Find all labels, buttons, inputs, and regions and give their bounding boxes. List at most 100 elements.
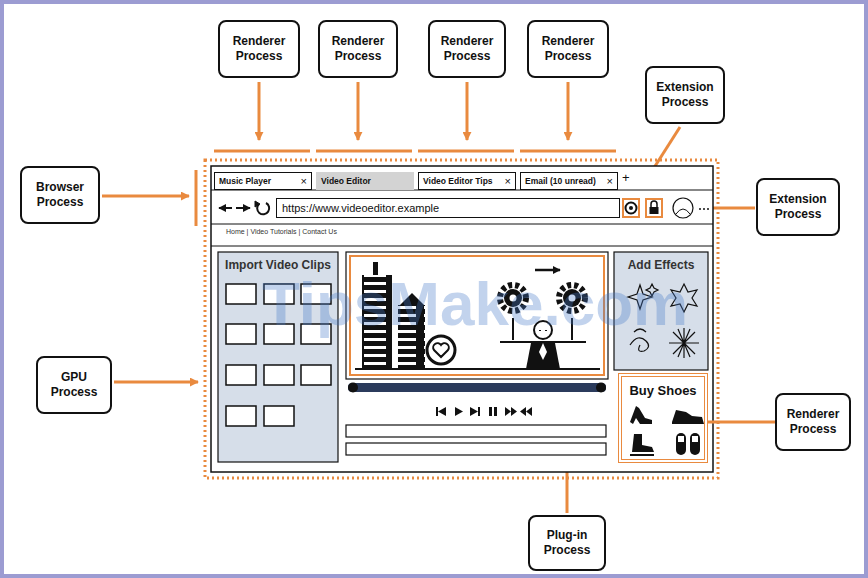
import-panel <box>301 365 331 385</box>
import-panel <box>226 324 256 344</box>
process-callout: Renderer Process <box>428 20 506 78</box>
leader-line <box>708 421 775 424</box>
bracket-bar <box>195 170 198 226</box>
toolbar-icons <box>650 207 659 214</box>
shoe-icons <box>630 454 654 456</box>
bracket-bar <box>316 150 412 153</box>
node-text: Renderer Process <box>782 407 844 437</box>
video-frame <box>355 368 600 370</box>
node-text: Email (10 unread) <box>525 176 596 186</box>
toolbar-icons <box>651 201 657 207</box>
media-controls <box>526 407 532 416</box>
node-text: Browser Process <box>27 180 93 210</box>
browser-tab: Video Editor Tips × <box>418 172 516 190</box>
node-text: GPU Process <box>43 370 105 400</box>
video-frame <box>500 341 586 343</box>
import-panel <box>226 406 256 426</box>
browser-tab: Email (10 unread) × <box>520 172 618 190</box>
toolbar-icons <box>707 208 709 210</box>
video-frame <box>539 343 547 360</box>
leader-arrow <box>114 381 198 384</box>
browser-outline <box>205 160 718 478</box>
node-text: × <box>301 175 307 187</box>
media-controls <box>470 407 478 416</box>
ad-box: Buy Shoes <box>618 373 708 463</box>
timeline-bar <box>346 425 606 437</box>
new-tab-button: + <box>622 170 630 185</box>
watermark: TipsMake.com <box>262 268 688 339</box>
node-text: Renderer Process <box>225 34 293 64</box>
import-panel <box>264 365 294 385</box>
process-callout: GPU Process <box>36 356 112 414</box>
media-controls <box>436 407 438 416</box>
toolbar-icons <box>646 199 662 217</box>
bracket-bar <box>520 150 616 153</box>
node-text: Renderer Process <box>435 34 499 64</box>
import-panel <box>226 365 256 385</box>
shoe-icons <box>630 406 652 424</box>
toolbar-icons <box>673 198 693 218</box>
leader-arrow <box>258 82 261 140</box>
node-text: Plug-in Process <box>535 528 599 558</box>
timeline-bar <box>346 443 606 455</box>
toolbar-icons <box>623 198 709 218</box>
toolbar-line <box>211 224 713 225</box>
media-controls <box>438 407 446 416</box>
process-callout: Renderer Process <box>218 20 300 78</box>
media-controls <box>478 407 480 416</box>
shoe-icons <box>672 410 704 424</box>
timeline-bar <box>346 425 606 455</box>
media-controls <box>520 407 526 416</box>
browser-window <box>211 166 713 472</box>
process-callout: Renderer Process <box>527 20 609 78</box>
process-callout: Plug-in Process <box>528 515 606 571</box>
video-frame <box>427 336 455 364</box>
toolbar-icons <box>626 203 637 214</box>
progress-bar <box>348 383 606 392</box>
bracket-bar <box>214 150 310 153</box>
shoe-icons <box>676 433 686 455</box>
progress-bar <box>348 383 358 393</box>
address-bar: https://www.videoeditor.example <box>276 198 620 218</box>
bracket-bar <box>418 150 514 153</box>
toolbar-icons <box>699 208 701 210</box>
toolbar-icons <box>629 206 633 210</box>
node-text: https://www.videoeditor.example <box>282 202 439 214</box>
node-text: × <box>505 175 511 187</box>
node-text: Music Player <box>219 176 271 186</box>
node-text: Video Editor Tips <box>423 176 493 186</box>
toolbar-icons <box>623 199 639 217</box>
shoe-icons <box>690 433 700 455</box>
node-text: × <box>607 175 613 187</box>
media-controls <box>494 407 497 416</box>
node-text: Extension Process <box>652 80 718 110</box>
media-controls <box>436 407 532 416</box>
toolbar-icons <box>676 209 690 214</box>
node-text: Video Editor <box>321 176 371 186</box>
nav-line <box>211 246 713 247</box>
leader-arrow <box>567 82 570 140</box>
node-text: Buy Shoes <box>629 383 696 398</box>
progress-bar <box>348 383 606 393</box>
toolbar-icons <box>703 208 705 210</box>
media-controls <box>455 407 463 416</box>
leader-arrow <box>357 82 360 140</box>
nav-icons <box>236 207 250 209</box>
node-text: Extension Process <box>763 192 833 222</box>
shoe-icons <box>678 436 684 442</box>
shoe-icons <box>630 406 704 455</box>
nav-icons <box>255 201 260 207</box>
leader-arrow <box>466 82 469 140</box>
process-callout: Renderer Process <box>775 393 851 451</box>
node-text: Renderer Process <box>325 34 391 64</box>
leader-arrow <box>102 195 189 198</box>
browser-tab: Music Player × <box>214 172 312 190</box>
shoe-icons <box>632 434 654 452</box>
media-controls <box>511 407 517 416</box>
media-controls <box>489 407 492 416</box>
node-text: Renderer Process <box>534 34 602 64</box>
nav-icons <box>219 201 269 214</box>
progress-bar <box>596 383 606 393</box>
